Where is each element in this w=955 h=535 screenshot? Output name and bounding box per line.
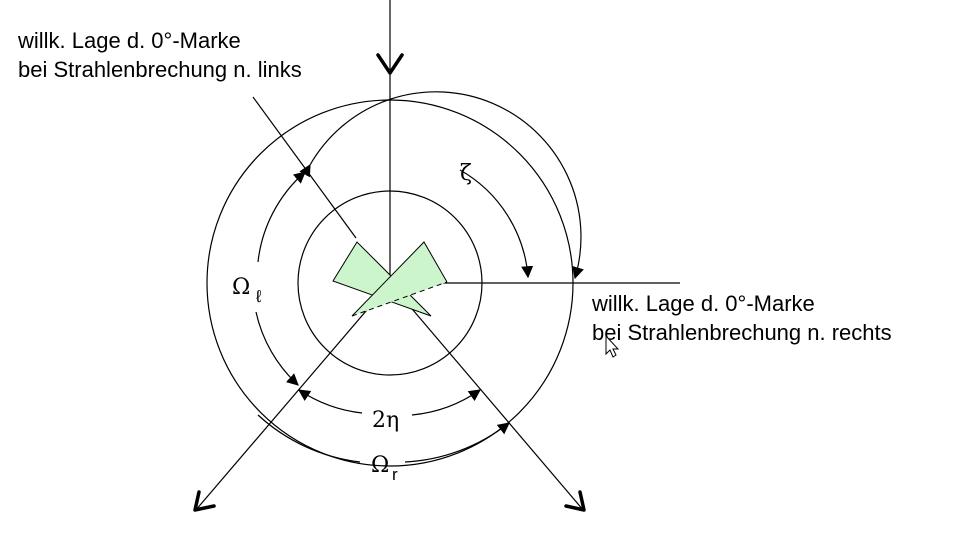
omega-r-subscript: r	[392, 465, 398, 484]
omega-l-arc-lower	[255, 311, 299, 386]
omega-r-arc-left	[257, 414, 361, 463]
zeta-label: ζ	[460, 161, 472, 186]
refracted-ray-right-arrowhead	[564, 490, 586, 512]
zeta-arc-outer	[299, 91, 584, 280]
omega-r-label: Ω	[371, 453, 389, 478]
refracted-ray-left	[194, 282, 391, 512]
mouse-pointer-icon	[605, 334, 620, 358]
omega-r-arc-right	[404, 422, 510, 463]
incident-ray-arrowhead	[376, 53, 404, 75]
two-eta-arc-left	[298, 389, 363, 414]
zeta-arc-inner	[459, 169, 534, 279]
zero-mark-left-line	[252, 96, 357, 239]
two-eta-arc-right	[411, 389, 481, 416]
left-zero-mark-label-line2: bei Strahlenbrechung n. links	[18, 57, 302, 82]
refracted-ray-left-arrowhead	[193, 490, 216, 512]
left-zero-mark-label-line1: willk. Lage d. 0°-Marke	[17, 28, 241, 53]
right-zero-mark-label-line1: willk. Lage d. 0°-Marke	[591, 291, 815, 316]
omega-l-arc-upper	[257, 171, 306, 263]
omega-l-label: Ω	[232, 275, 250, 300]
right-zero-mark-label-line2: bei Strahlenbrechung n. rechts	[592, 320, 892, 345]
prism-right-dashed-edge	[351, 281, 448, 317]
omega-l-subscript: ℓ	[255, 287, 262, 306]
refracted-ray-right	[389, 282, 585, 512]
two-eta-label: 2η	[372, 408, 399, 433]
